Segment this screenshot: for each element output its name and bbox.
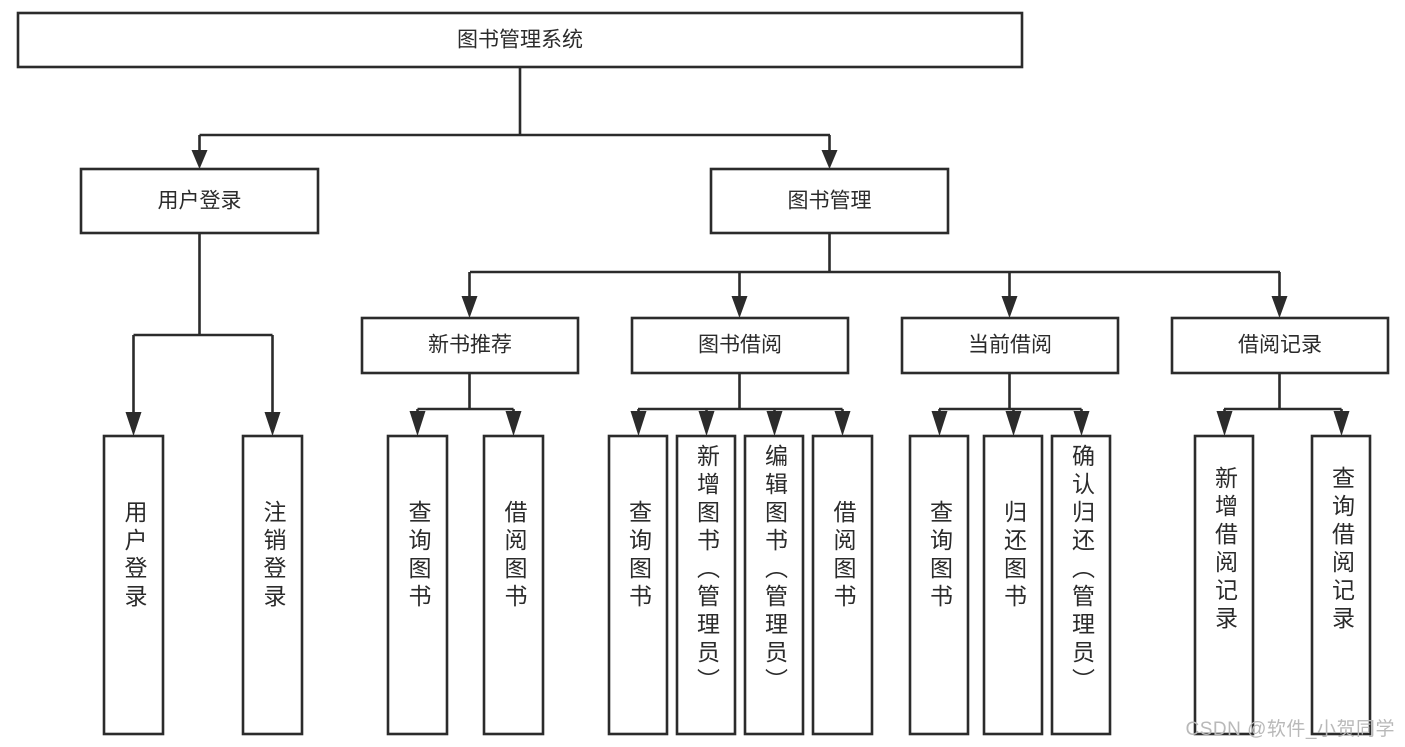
arrow-root-to-user-login-icon <box>191 150 208 169</box>
arrow-book-mgmt-to-current-icon <box>1001 296 1018 318</box>
node-new-book-recommend-box[interactable] <box>360 316 580 375</box>
leaf-box-borrow-book[interactable] <box>811 434 874 736</box>
leaf-box-logout[interactable] <box>241 434 304 736</box>
leaf-box-add-book-admin[interactable] <box>675 434 737 736</box>
node-root-box[interactable] <box>16 11 1024 69</box>
node-book-management-label: 图书管理 <box>788 190 872 213</box>
arrow-new-books-leaf-1-icon <box>409 411 426 436</box>
node-root-label: 图书管理系统 <box>457 29 583 52</box>
node-current-borrow-box[interactable] <box>900 316 1120 375</box>
leaf-box-query-borrow-record[interactable] <box>1310 434 1372 736</box>
connectors-group <box>125 67 1350 436</box>
node-book-borrow[interactable]: 图书借阅 <box>630 316 850 375</box>
csdn-watermark: CSDN @软件_小贺同学 <box>1185 719 1395 740</box>
arrow-book-mgmt-to-records-icon <box>1271 296 1288 318</box>
node-root[interactable]: 图书管理系统 <box>16 11 1024 69</box>
node-user-login[interactable]: 用户登录 <box>79 167 320 235</box>
leaf-box-query-books-rec[interactable] <box>386 434 449 736</box>
arrow-current-leaf-3-icon <box>1073 411 1090 436</box>
arrow-current-leaf-1-icon <box>931 411 948 436</box>
arrow-records-leaf-1-icon <box>1216 411 1233 436</box>
leaf-box-query-books-borrow[interactable] <box>607 434 669 736</box>
arrow-user-login-leaf-2-icon <box>264 412 281 436</box>
leaf-box-return-book[interactable] <box>982 434 1044 736</box>
node-current-borrow-label: 当前借阅 <box>968 334 1052 357</box>
arrow-book-mgmt-to-borrow-icon <box>731 296 748 318</box>
node-new-book-recommend[interactable]: 新书推荐 <box>360 316 580 375</box>
node-new-book-recommend-label: 新书推荐 <box>428 334 512 357</box>
arrow-borrow-leaf-4-icon <box>834 411 851 436</box>
leaf-box-user-login[interactable] <box>102 434 165 736</box>
arrow-user-login-leaf-1-icon <box>125 412 142 436</box>
arrow-borrow-leaf-1-icon <box>630 411 647 436</box>
node-borrow-records-label: 借阅记录 <box>1238 334 1322 357</box>
node-book-borrow-box[interactable] <box>630 316 850 375</box>
node-current-borrow[interactable]: 当前借阅 <box>900 316 1120 375</box>
node-book-borrow-label: 图书借阅 <box>698 334 782 357</box>
node-book-management[interactable]: 图书管理 <box>709 167 950 235</box>
node-user-login-box[interactable] <box>79 167 320 235</box>
node-user-login-label: 用户登录 <box>158 190 242 213</box>
arrow-borrow-leaf-3-icon <box>766 411 783 436</box>
leaf-box-edit-book-admin[interactable] <box>743 434 805 736</box>
node-borrow-records[interactable]: 借阅记录 <box>1170 316 1390 375</box>
leaf-box-add-borrow-record[interactable] <box>1193 434 1255 736</box>
arrow-book-mgmt-to-new-books-icon <box>461 296 478 318</box>
arrow-root-to-book-mgmt-icon <box>821 150 838 169</box>
arrow-borrow-leaf-2-icon <box>698 411 715 436</box>
node-book-management-box[interactable] <box>709 167 950 235</box>
node-borrow-records-box[interactable] <box>1170 316 1390 375</box>
leaf-box-borrow-books-rec[interactable] <box>482 434 545 736</box>
arrow-records-leaf-2-icon <box>1333 411 1350 436</box>
arrow-current-leaf-2-icon <box>1005 411 1022 436</box>
leaf-boxes-group <box>102 434 1372 736</box>
arrow-new-books-leaf-2-icon <box>505 411 522 436</box>
leaf-box-confirm-return-admin[interactable] <box>1050 434 1112 736</box>
leaf-box-query-books-current[interactable] <box>908 434 970 736</box>
